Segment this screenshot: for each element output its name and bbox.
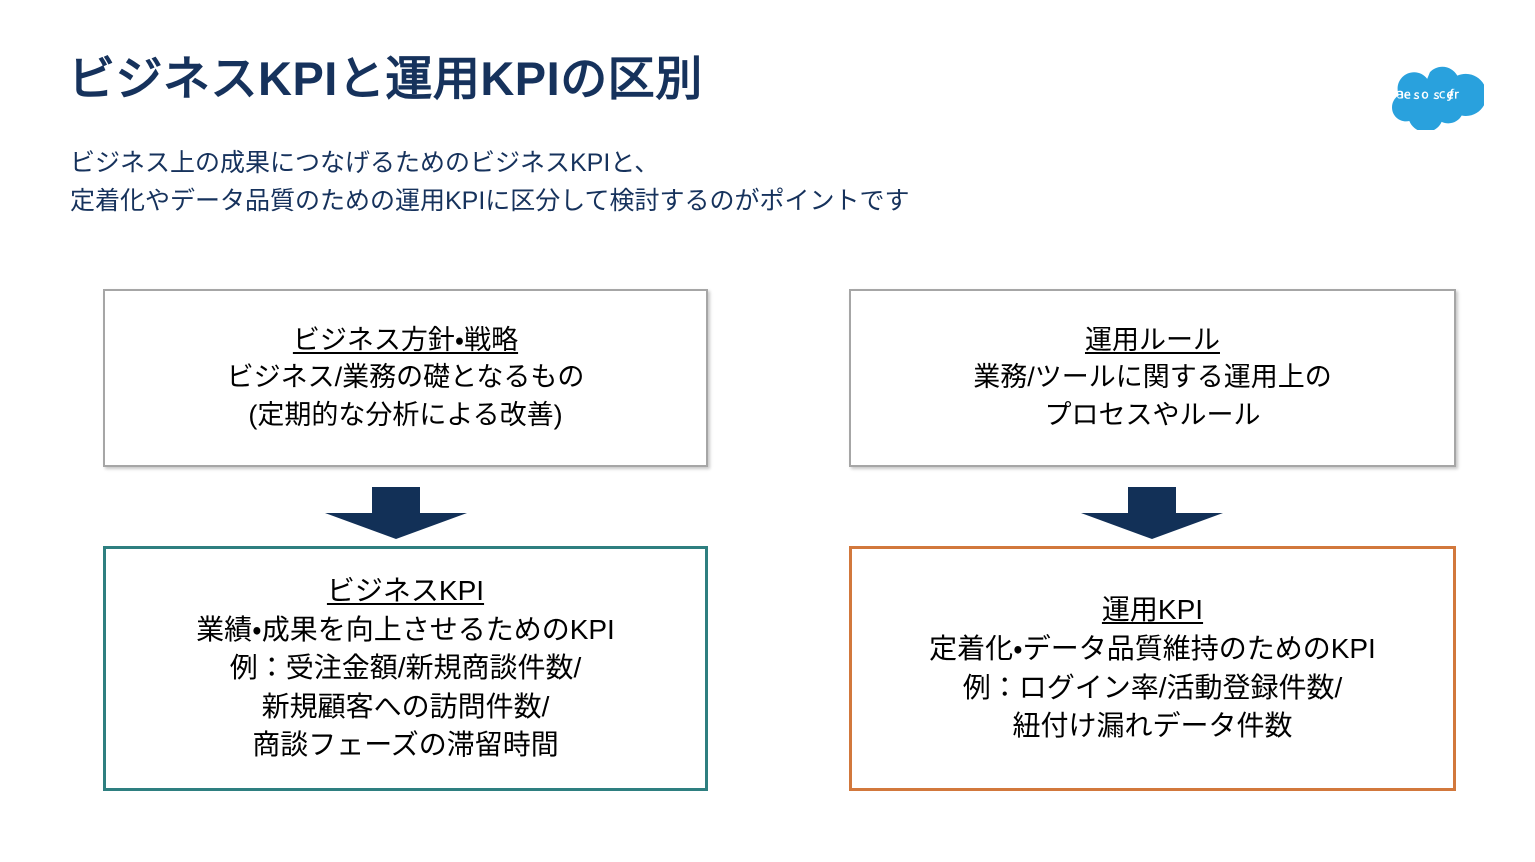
box-operation-rule-body: 運用ルール 業務/ツールに関する運用上の プロセスやルール: [963, 322, 1342, 434]
box-operation-kpi-body: 運用KPI 定着化・データ品質維持のためのKPI 例：ログイン率/活動登録件数/…: [919, 591, 1386, 746]
box-operation-rule: 運用ルール 業務/ツールに関する運用上の プロセスやルール: [849, 289, 1456, 467]
box-operation-kpi-line-3: 紐付け漏れデータ件数: [1012, 710, 1293, 742]
box-operation-rule-line-1: 業務/ツールに関する運用上の: [973, 362, 1332, 393]
salesforce-logo-icon: [1392, 62, 1484, 130]
box-operation-kpi-line-2: 例：ログイン率/活動登録件数/: [962, 671, 1343, 703]
page-title: ビジネスKPIと運用KPIの区別: [68, 52, 703, 105]
box-business-policy-line-2: (定期的な分析による改善): [248, 399, 563, 430]
box-operation-rule-line-2: プロセスやルール: [1044, 399, 1261, 430]
page-subtitle: ビジネス上の成果につなげるためのビジネスKPIと、 定着化やデータ品質のための運…: [70, 149, 910, 215]
down-arrow-icon-right: [1081, 487, 1223, 539]
box-business-kpi-body: ビジネスKPI 業績・成果を向上させるためのKPI 例：受注金額/新規商談件数/…: [186, 572, 625, 765]
box-business-policy-body: ビジネス方針・戦略 ビジネス/業務の礎となるもの (定期的な分析による改善): [217, 322, 595, 434]
box-business-kpi-line-1: 業績・成果を向上させるためのKPI: [196, 613, 615, 645]
box-business-kpi-heading: ビジネスKPI: [326, 574, 485, 606]
box-operation-kpi: 運用KPI 定着化・データ品質維持のためのKPI 例：ログイン率/活動登録件数/…: [849, 546, 1456, 791]
box-business-policy-line-1: ビジネス/業務の礎となるもの: [226, 362, 585, 393]
box-business-policy-heading: ビジネス方針・戦略: [292, 325, 519, 356]
box-business-kpi-line-2: 例：受注金額/新規商談件数/: [229, 652, 582, 684]
box-operation-kpi-heading: 運用KPI: [1101, 594, 1204, 626]
box-business-policy: ビジネス方針・戦略 ビジネス/業務の礎となるもの (定期的な分析による改善): [103, 289, 708, 467]
box-business-kpi: ビジネスKPI 業績・成果を向上させるためのKPI 例：受注金額/新規商談件数/…: [103, 546, 708, 791]
box-business-kpi-line-3: 新規顧客への訪問件数/: [261, 690, 550, 722]
down-arrow-icon-left: [325, 487, 467, 539]
box-operation-rule-heading: 運用ルール: [1084, 325, 1220, 356]
box-business-kpi-line-4: 商談フェーズの滞留時間: [252, 729, 559, 761]
box-operation-kpi-line-1: 定着化・データ品質維持のためのKPI: [929, 632, 1376, 664]
